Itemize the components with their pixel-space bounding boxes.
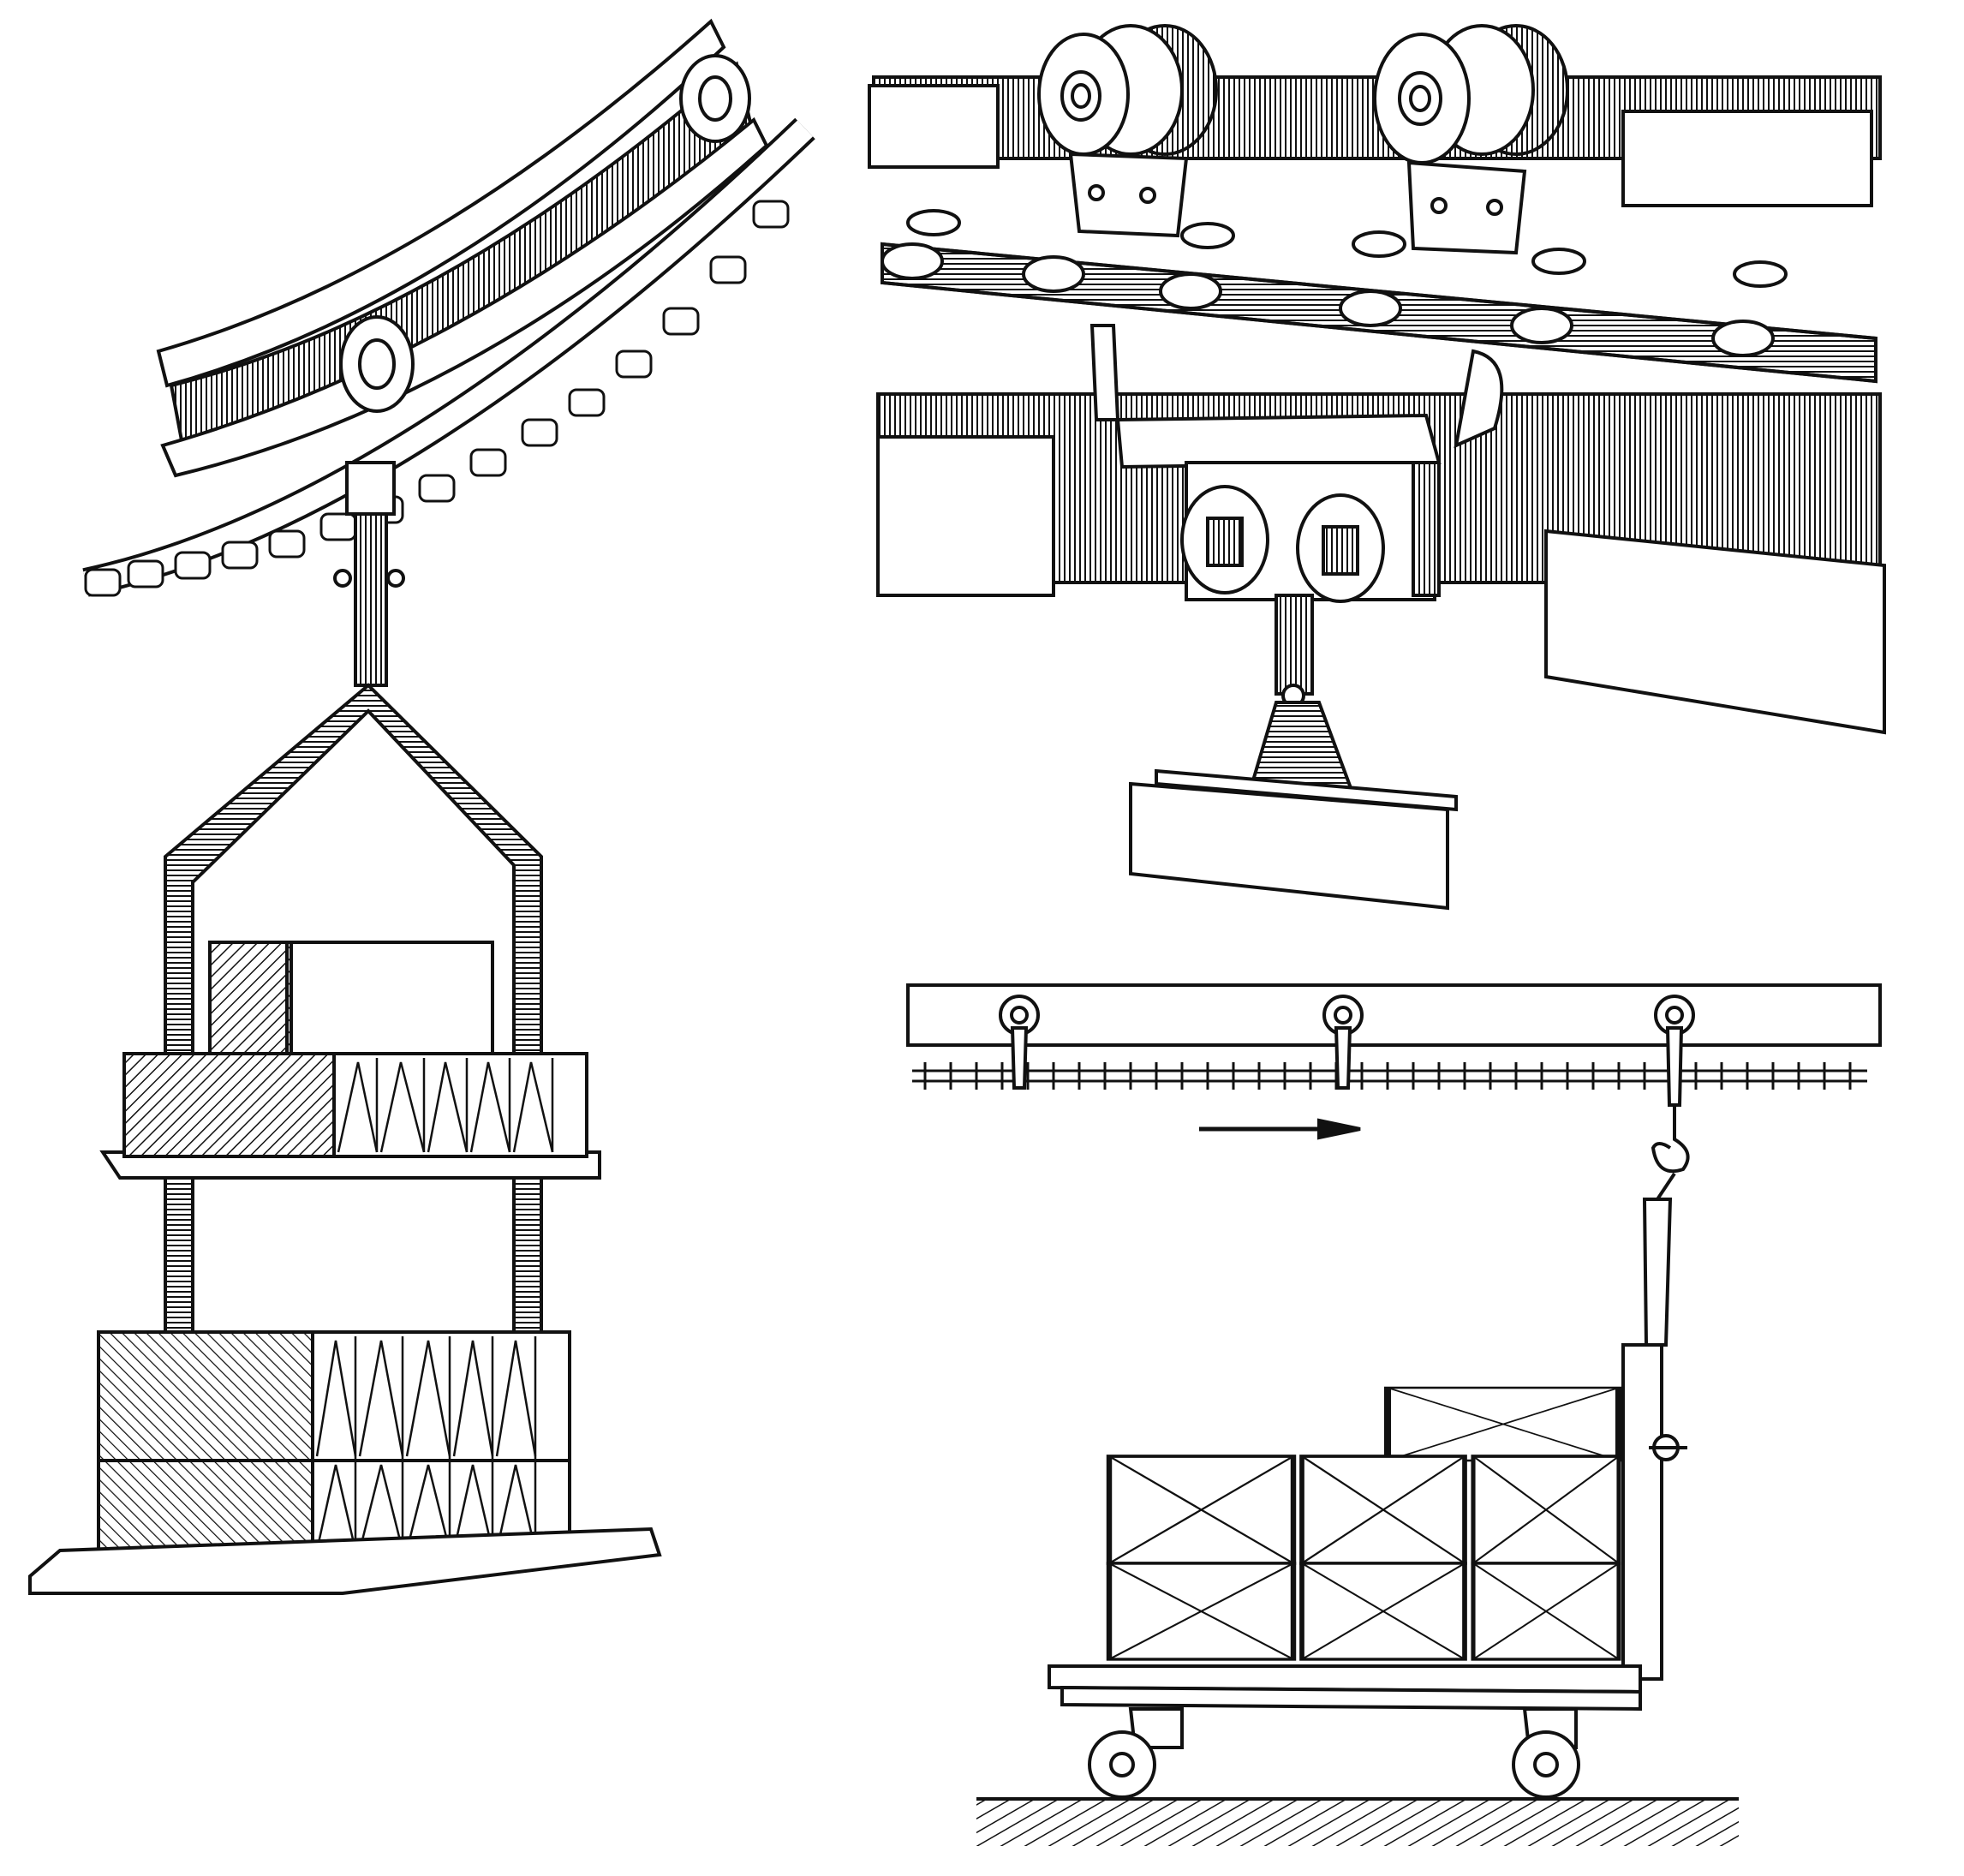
beam-trolley-wheel	[339, 54, 751, 413]
trolley-chain	[881, 209, 1877, 384]
cart-platform	[1048, 1664, 1642, 1712]
lower-box-stack	[97, 1330, 571, 1556]
cart-load	[1109, 1388, 1619, 1659]
trolley-wheel-right	[1373, 24, 1569, 164]
upper-shelf	[99, 941, 601, 1180]
carrier-carriage	[1089, 324, 1504, 603]
bottom-right-panel	[906, 983, 1882, 1846]
direction-arrow-icon	[1199, 1118, 1361, 1140]
overhead-chain	[912, 1062, 1867, 1090]
carrier-bar	[1129, 594, 1458, 911]
caster-wheel-icon	[1088, 1707, 1580, 1799]
ground-floor	[976, 1797, 1739, 1846]
carrier-base-plate	[28, 1526, 662, 1595]
cart-tow-handle	[1621, 1198, 1687, 1681]
hanger-rod	[333, 461, 405, 687]
trolley-bracket	[1068, 152, 1527, 255]
overhead-rail	[906, 983, 1882, 1047]
chain-trolley	[999, 995, 1695, 1107]
top-right-panel	[868, 24, 1886, 911]
hook-icon	[1651, 1105, 1690, 1201]
trolley-wheel-left	[1037, 24, 1218, 156]
left-panel	[28, 18, 815, 1595]
